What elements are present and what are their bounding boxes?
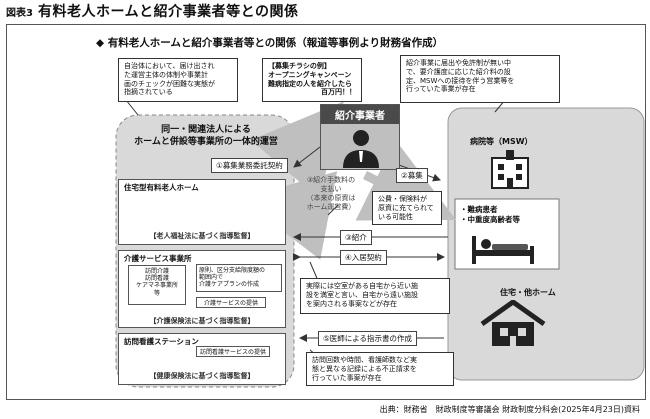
care-provide: 介護サービスの提供: [196, 297, 266, 308]
note-line: 実際には空室がある自宅から近い施: [306, 282, 418, 290]
note-line: を案内される事案などが存在: [306, 299, 397, 308]
residence-label: 住宅・他ホーム: [500, 288, 556, 297]
care-plan-note: 原則、区分支給限度額の 範囲内で 介護ケアプランの作成: [196, 264, 282, 292]
label-introduce: ③紹介: [340, 230, 372, 245]
agency-box: 紹介事業者: [320, 104, 400, 170]
patients-label: ・難病患者 ・中重度高齢者等: [460, 205, 520, 225]
flyer-note: 【募集チラシの例】 オープニングキャンペーン 難病指定の人を紹介したら 百万円！…: [262, 58, 362, 102]
diagram-subtitle: ◆ 有料老人ホームと紹介事業者等との関係（報道等事例より財務省作成）: [96, 37, 444, 49]
vacancy-note: 実際には空室がある自宅から近い施 設を満室と言い、自宅から遠い施設 を案内される…: [300, 278, 450, 314]
note-line: で、要介護度に応じた紹介料の設: [406, 67, 511, 76]
agency-issue-note: 紹介事業に届出や免許制が無い中 で、要介護度に応じた紹介料の設 定、MSWへの接…: [400, 55, 560, 103]
nursing-provide: 訪問看護サービスの提供: [196, 346, 270, 357]
local-gov-note: 自治体において、届け出され た運営主体の体制や事業計 画のチェックが困難な実態が…: [118, 58, 238, 102]
nursing-name: 訪問看護ステーション: [124, 337, 199, 346]
note-line: 自治体において、届け出され: [124, 62, 215, 70]
nursing-box: 訪問看護ステーション: [118, 333, 286, 385]
hospital-icon: [491, 150, 529, 189]
label-recruit: ②募集: [396, 168, 428, 183]
label-doctor-order: ⑤医師による指示書の作成: [318, 331, 417, 346]
note-line: 設を満室と言い、自宅から遠い施設: [306, 290, 418, 299]
bed-icon: [472, 236, 534, 264]
note-line: 原資に充てられて: [378, 203, 434, 212]
note-line: 定、MSWへの接待を伴う営業等を: [406, 76, 515, 85]
label-move-in: ④入居契約: [340, 250, 387, 265]
note-line: 行っていた事案が存在: [312, 373, 382, 382]
home-name: 住宅型有料老人ホーム: [124, 183, 199, 192]
staff-line: ケアマネ事業所: [135, 282, 178, 290]
note-line: 画のチェックが困難な実態が: [124, 79, 215, 88]
staff-line: 訪問介護: [144, 268, 169, 275]
fee-line: 支払い: [320, 185, 342, 194]
home-law: 【老人福祉法に基づく指導監督】: [149, 232, 255, 241]
home-box: 住宅型有料老人ホーム 【老人福祉法に基づく指導監督】: [118, 179, 286, 245]
note-line: 紹介事業に届出や免許制が無い中: [406, 59, 511, 67]
staff-line: 訪問看護: [144, 275, 169, 283]
plan-line: 範囲内で: [199, 274, 224, 282]
note-line: 指摘されている: [124, 88, 173, 97]
hospital-label: 病院等（MSW）: [470, 137, 533, 146]
plan-line: 介護ケアプランの作成: [199, 281, 260, 289]
group-title: 同一・関連法人による ホームと併設等事業所の一体的運営: [128, 125, 284, 148]
plan-line: 原則、区分支給限度額の: [199, 267, 266, 274]
staff-line: 等: [153, 289, 160, 297]
note-line: 百万円！！: [321, 88, 356, 97]
fee-line: ③紹介手数料の: [306, 176, 356, 184]
note-line: 行っていた事業が存在: [406, 85, 476, 94]
note-line: 態と異なる記録による不正請求を: [312, 364, 417, 373]
person-icon: [343, 130, 379, 168]
fee-line: ホーム運営費）: [306, 203, 356, 212]
figure-title: 有料老人ホームと紹介事業者等との関係: [38, 4, 299, 20]
note-line: 【募集チラシの例】: [268, 62, 331, 70]
note-line: 公費・保険料が: [378, 195, 427, 203]
group-title-line: 同一・関連法人による: [161, 125, 251, 135]
care-law: 【介護保険法に基づく指導監督】: [149, 317, 255, 325]
care-staff-box: 訪問介護 訪問看護 ケアマネ事業所 等: [128, 265, 186, 305]
group-title-line: ホームと併設等事業所の一体的運営: [134, 136, 278, 147]
public-insurance-note: 公費・保険料が 原資に充てられて いる可能性: [372, 191, 442, 225]
note-line: た運営主体の体制や事業計: [124, 70, 208, 79]
source-note: 出典：財務省 財政制度等審議会 財政制度分科会(2025年4月23日)資料: [379, 405, 640, 414]
note-line: 難病指定の人を紹介したら: [268, 79, 352, 88]
care-name: 介護サービス事業所: [124, 254, 192, 263]
patient-line: ・難病患者: [460, 205, 498, 214]
note-line: オープニングキャンペーン: [268, 70, 352, 79]
patient-line: ・中重度高齢者等: [460, 214, 520, 224]
house-icon: [480, 300, 546, 346]
visit-count-note: 訪問回数や時間、看護師数など実 態と異なる記録による不正請求を 行っていた事案が…: [306, 352, 454, 386]
note-line: いる可能性: [378, 212, 413, 221]
fee-note: ③紹介手数料の 支払い （本来の原資は ホーム運営費）: [296, 176, 366, 212]
note-line: 訪問回数や時間、看護師数など実: [312, 356, 417, 364]
agency-label: 紹介事業者: [321, 105, 399, 124]
figure-label: 図表3: [6, 8, 33, 19]
label-recruit-contract: ①募集業務委託契約: [211, 158, 288, 173]
fee-line: （本来の原資は: [306, 194, 356, 203]
nursing-law: 【健康保険法に基づく指導監督】: [149, 372, 255, 380]
